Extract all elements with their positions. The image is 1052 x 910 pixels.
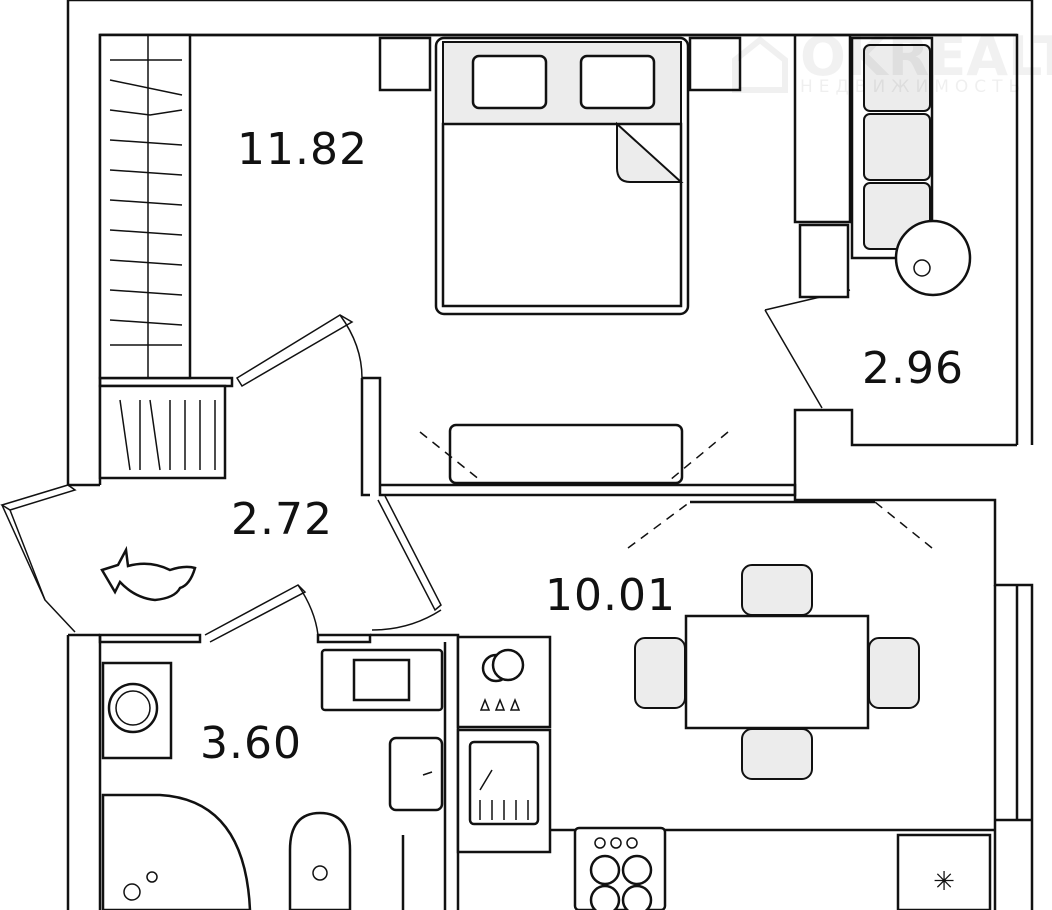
doors	[0, 289, 851, 643]
area-label-bedroom: 11.82	[237, 124, 368, 175]
area-label-bathroom: 3.60	[200, 718, 302, 769]
watermark-logo: OKREALTY НЕДВИЖИМОСТЬ	[732, 25, 1052, 97]
tv-stand	[419, 423, 933, 549]
dining-table	[634, 564, 920, 780]
svg-text:OKREALTY: OKREALTY	[800, 25, 1052, 88]
outer-walls	[66, 0, 1034, 910]
fridge-icon: ✳	[933, 867, 955, 897]
bathroom-fixtures	[101, 648, 444, 910]
cat-icon	[100, 545, 197, 602]
kitchen-units: ✳	[456, 635, 992, 910]
bed	[378, 36, 742, 316]
area-label-wardrobe: 2.96	[862, 343, 964, 394]
armchair	[798, 36, 972, 299]
svg-text:НЕДВИЖИМОСТЬ: НЕДВИЖИМОСТЬ	[800, 77, 1026, 97]
area-label-kitchen-living: 10.01	[545, 570, 676, 621]
area-label-hallway: 2.72	[231, 494, 333, 545]
wardrobe-closet	[98, 33, 227, 480]
